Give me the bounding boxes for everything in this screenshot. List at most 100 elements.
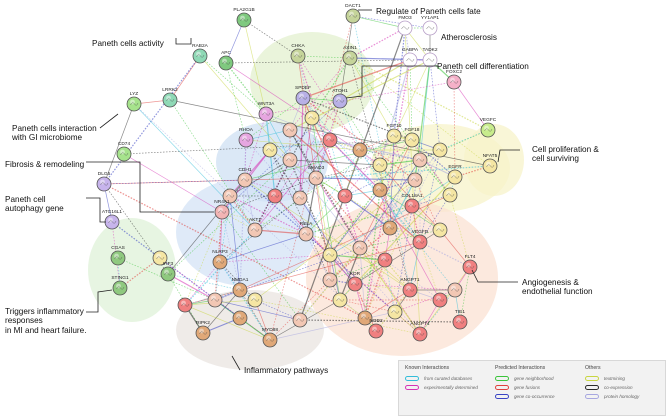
protein-node[interactable]: WNT3A [258,101,276,122]
protein-node[interactable]: LYZ [126,91,142,112]
protein-node[interactable] [412,152,428,168]
protein-node[interactable] [322,272,338,288]
protein-node[interactable] [407,172,423,188]
protein-node[interactable]: YY1AP1 [421,15,439,36]
interaction-edge [169,55,201,101]
protein-node[interactable] [207,292,223,308]
protein-node[interactable]: RELA [298,221,314,242]
protein-node[interactable] [292,190,308,206]
protein-node[interactable]: FOXC2 [446,69,462,90]
legend-item: from curated databases [405,374,478,383]
protein-node[interactable] [332,292,348,308]
protein-node[interactable] [247,292,263,308]
protein-node-label: FGF18 [405,127,420,133]
protein-node[interactable]: EGFR [447,164,463,185]
protein-node[interactable]: LRRK2 [162,87,178,108]
protein-node[interactable] [372,182,388,198]
protein-structure-glyph [251,298,260,302]
protein-node-circle [295,90,311,106]
protein-node[interactable]: NOD2 [368,318,384,339]
legend-item-label: protein homology [604,394,640,399]
protein-node[interactable]: KDR [347,271,363,292]
protein-node[interactable]: TADK2 [422,47,438,68]
protein-node[interactable]: NMDA1 [232,277,249,298]
protein-node[interactable] [177,297,193,313]
protein-node[interactable]: VEGFD [412,229,429,250]
protein-node-circle [337,188,353,204]
protein-node-circle [372,157,388,173]
protein-node[interactable]: ANGPT4 [410,321,430,342]
protein-node-circle [377,252,393,268]
protein-node[interactable] [222,188,238,204]
protein-node[interactable] [322,132,338,148]
protein-node[interactable] [292,312,308,328]
legend-item-label: experimentally determined [424,385,478,390]
protein-node[interactable]: RHOA [238,127,254,148]
protein-node[interactable]: COL18A1 [401,193,423,214]
protein-node[interactable] [232,310,248,326]
protein-node[interactable]: FMO3 [397,15,413,36]
protein-node[interactable]: NR4A1 [214,199,230,220]
protein-node[interactable]: MYD88 [262,327,278,348]
interaction-edge [459,266,471,323]
protein-node[interactable]: VEGFC [480,117,497,138]
protein-node[interactable]: CHKA [290,43,305,64]
protein-node[interactable]: PLA2G1B [233,7,255,28]
protein-node[interactable]: TIE1 [452,309,468,330]
protein-node[interactable]: DLG5 [96,171,112,192]
protein-node[interactable] [322,247,338,263]
protein-node[interactable] [387,304,403,320]
protein-node-circle [232,310,248,326]
protein-node[interactable] [432,142,448,158]
protein-node[interactable]: AXIN1 [342,45,358,66]
legend-predicted: Predicted Interactions gene neighborhood… [495,365,555,401]
protein-node[interactable]: IRF3 [160,261,176,282]
protein-node[interactable] [447,282,463,298]
protein-node-label: RHOA [239,127,254,133]
protein-node[interactable] [152,250,168,266]
protein-node[interactable]: RAB2A [192,43,209,64]
protein-node[interactable] [282,152,298,168]
protein-node[interactable]: SMAD3 [308,165,325,186]
protein-node[interactable]: NFAT5 [482,153,498,174]
protein-node[interactable]: DACT1 [345,3,361,24]
protein-node[interactable] [337,188,353,204]
protein-node[interactable] [432,292,448,308]
protein-node[interactable]: GABPA [402,47,419,68]
protein-node[interactable]: NLRP3 [212,249,228,270]
protein-node[interactable] [382,220,398,236]
protein-node[interactable] [282,122,298,138]
protein-node[interactable]: SPDEF [295,85,311,106]
protein-node[interactable] [262,142,278,158]
protein-node[interactable]: FGF18 [405,127,420,148]
annotation-pointer-line [345,65,438,99]
protein-node[interactable]: FLT4 [462,254,478,275]
protein-node[interactable]: AKT1 [247,217,263,238]
interaction-edge [244,139,413,181]
protein-node[interactable]: ANGPT1 [400,277,420,298]
protein-node[interactable]: CD74 [116,141,132,162]
protein-node[interactable]: CGAS [110,245,126,266]
protein-node[interactable] [352,142,368,158]
protein-node[interactable]: STING1 [111,275,129,296]
protein-node[interactable]: CDH1 [237,167,253,188]
protein-node[interactable] [304,110,320,126]
protein-node[interactable]: RIPK2 [195,320,211,341]
protein-node[interactable]: APC [218,50,234,71]
interaction-edge [349,57,489,131]
protein-node[interactable]: ATOH1 [332,88,348,109]
annotation-inflammatory-pathways: Inflammatory pathways [244,366,329,375]
protein-node[interactable] [377,252,393,268]
protein-structure-glyph [436,228,445,232]
protein-node-label: APC [221,50,231,56]
protein-node[interactable] [357,310,373,326]
protein-node[interactable]: ATG16L1 [102,209,123,230]
protein-node[interactable] [442,187,458,203]
protein-node[interactable] [352,240,368,256]
protein-node[interactable] [267,188,283,204]
protein-node[interactable]: FGF10 [387,123,402,144]
protein-node[interactable] [432,222,448,238]
protein-node[interactable] [372,157,388,173]
interaction-edge [103,55,201,185]
protein-node-label: EGFR [448,164,462,170]
